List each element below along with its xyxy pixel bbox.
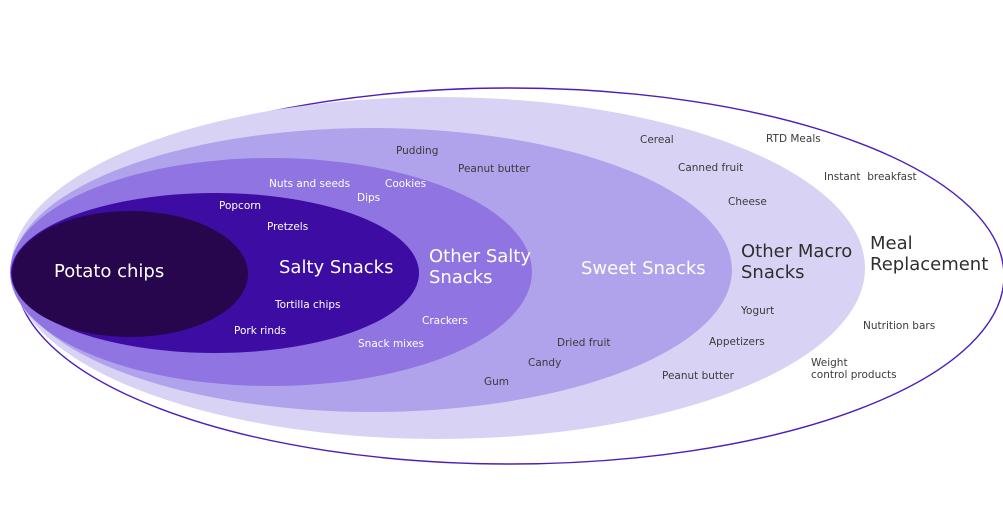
item-peanut-butter-sweet: Peanut butter [458,163,530,175]
item-instant-breakfast: Instant breakfast [824,171,917,183]
item-popcorn: Popcorn [219,200,262,212]
salty-snacks-title: Salty Snacks [279,257,394,278]
item-pretzels: Pretzels [267,221,309,233]
item-candy: Candy [528,357,562,369]
item-yogurt: Yogurt [741,305,775,317]
other-macro-snacks-title: Other Macro Snacks [741,241,853,283]
item-cheese: Cheese [728,196,767,208]
meal-replacement-title: Meal Replacement [870,233,989,275]
item-rtd-meals: RTD Meals [766,133,821,145]
item-cereal: Cereal [640,134,674,146]
item-snack-mixes: Snack mixes [358,338,424,350]
sweet-snacks-title: Sweet Snacks [581,258,706,279]
item-nuts-and-seeds: Nuts and seeds [269,178,351,190]
item-weight-control-products: Weight control products [811,357,897,382]
item-pudding: Pudding [396,145,439,157]
item-dried-fruit: Dried fruit [557,337,611,349]
item-peanut-butter-macro: Peanut butter [662,370,734,382]
other-salty-snacks-title: Other Salty Snacks [429,246,531,288]
item-gum: Gum [484,376,510,388]
potato-chips-title: Potato chips [54,261,165,282]
item-appetizers: Appetizers [709,336,765,348]
item-tortilla-chips: Tortilla chips [275,299,341,311]
item-canned-fruit: Canned fruit [678,162,744,174]
item-cookies: Cookies [385,178,427,190]
item-nutrition-bars: Nutrition bars [863,320,936,332]
potato-chips-ellipse [12,211,248,337]
item-pork-rinds: Pork rinds [234,325,287,337]
item-crackers: Crackers [422,315,468,327]
item-dips: Dips [357,192,381,204]
